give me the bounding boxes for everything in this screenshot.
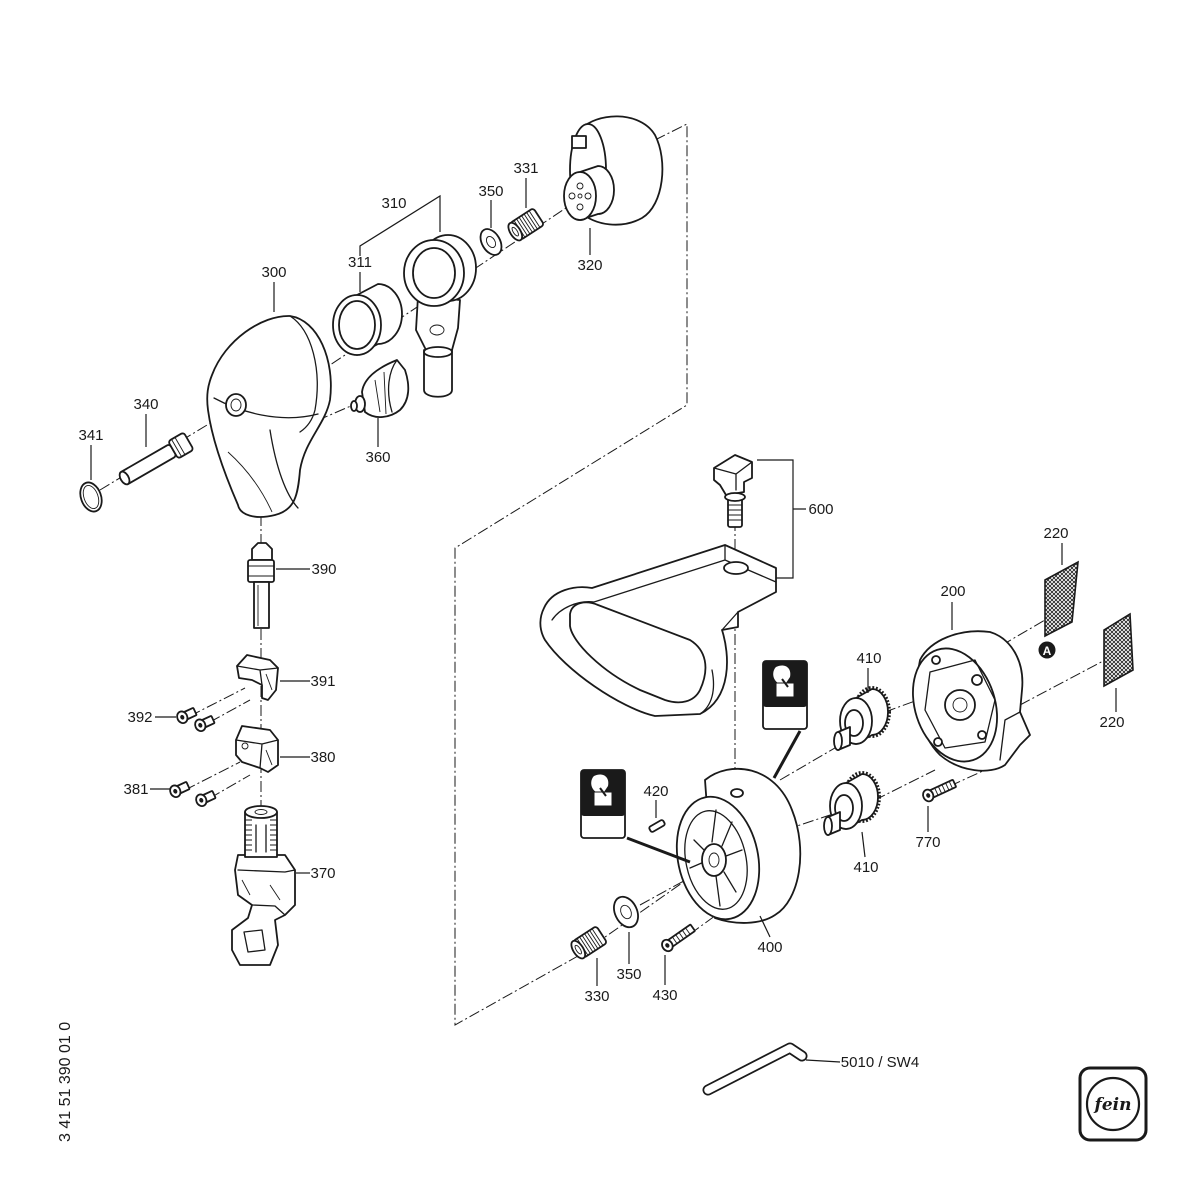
grease-pointer-lines xyxy=(626,730,802,864)
part-770-screw xyxy=(922,779,957,803)
part-311-ring xyxy=(332,283,403,356)
label-220-bottom: 220 xyxy=(1099,714,1124,731)
label-400: 400 xyxy=(757,939,782,956)
part-400-gear-cover xyxy=(675,767,802,924)
grease-icon xyxy=(762,660,808,730)
label-350-bottom: 350 xyxy=(616,966,641,983)
label-311: 311 xyxy=(348,254,372,271)
part-410-gear-top xyxy=(833,686,891,751)
part-360-nozzle xyxy=(350,359,410,418)
part-391-holder xyxy=(236,654,279,701)
label-380: 380 xyxy=(310,749,335,766)
callout-a: A xyxy=(1038,641,1056,659)
label-330: 330 xyxy=(584,988,609,1005)
bracket-600 xyxy=(757,459,806,579)
part-310-swivel-housing xyxy=(403,234,477,398)
label-370: 370 xyxy=(310,865,335,882)
part-320-bearing-cap xyxy=(563,115,664,226)
label-320: 320 xyxy=(577,257,602,274)
label-392: 392 xyxy=(127,709,152,726)
drawing-number: 3 41 51 390 01 0 xyxy=(57,1022,74,1142)
allen-key-icon xyxy=(702,1042,808,1096)
part-220-grip-plate-top xyxy=(1044,560,1079,638)
grease-icon xyxy=(580,769,626,839)
label-350-top: 350 xyxy=(478,183,503,200)
part-200-gear-housing xyxy=(912,630,1031,772)
part-381-screws xyxy=(169,781,217,808)
callout-a-letter: A xyxy=(1043,644,1052,658)
label-600: 600 xyxy=(808,501,833,518)
label-5010-sw4: 5010 / SW4 xyxy=(841,1054,919,1071)
part-331-knurled-nut xyxy=(507,208,544,242)
part-330-knurled-nut xyxy=(570,926,607,960)
label-770: 770 xyxy=(915,834,940,851)
part-350-washer-top xyxy=(479,228,503,256)
part-380-holder xyxy=(235,725,279,773)
part-350-washer-bottom xyxy=(613,895,639,929)
fein-logo-text: fein xyxy=(1094,1095,1132,1115)
part-370-die xyxy=(231,805,296,966)
label-300: 300 xyxy=(261,264,286,281)
label-310: 310 xyxy=(381,195,406,212)
label-200: 200 xyxy=(940,583,965,600)
label-410-bottom: 410 xyxy=(853,859,878,876)
part-420-pin xyxy=(648,819,666,833)
part-600-bolt xyxy=(713,454,753,528)
label-360: 360 xyxy=(365,449,390,466)
label-220-top: 220 xyxy=(1043,525,1068,542)
bracket-310 xyxy=(359,194,441,256)
part-220-grip-plate-bottom xyxy=(1103,612,1134,688)
label-331: 331 xyxy=(513,160,538,177)
label-390: 390 xyxy=(311,561,336,578)
label-391: 391 xyxy=(310,673,335,690)
part-600-handle xyxy=(539,544,777,717)
part-390-punch xyxy=(247,542,275,629)
label-341: 341 xyxy=(78,427,103,444)
label-340: 340 xyxy=(133,396,158,413)
part-410-gear-bottom xyxy=(823,771,881,836)
part-340-pin xyxy=(118,432,194,486)
part-341-o-ring xyxy=(79,481,103,513)
leader-lines xyxy=(90,178,1117,1063)
label-420: 420 xyxy=(643,783,668,800)
label-410-top: 410 xyxy=(856,650,881,667)
part-430-screw xyxy=(661,923,696,953)
fein-logo: fein xyxy=(1078,1066,1148,1142)
part-labels: 310 311 300 350 331 320 340 341 360 390 … xyxy=(78,160,1124,1071)
label-430: 430 xyxy=(652,987,677,1004)
part-392-screws xyxy=(176,707,216,733)
label-381: 381 xyxy=(123,781,148,798)
part-300-head-housing xyxy=(206,315,332,518)
